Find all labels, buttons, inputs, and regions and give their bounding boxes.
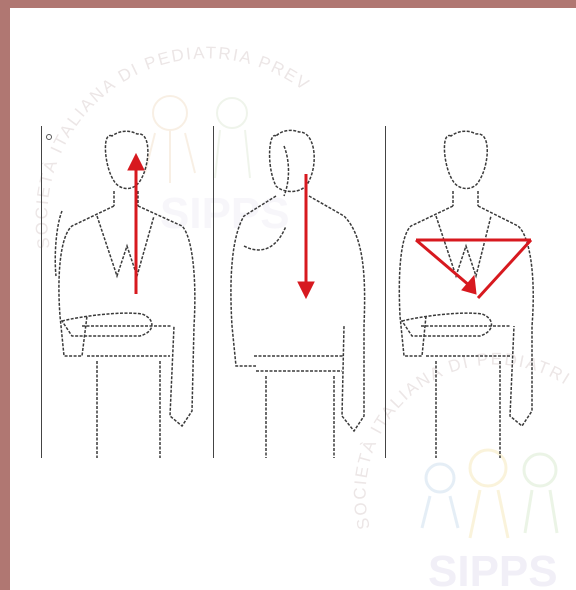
image-frame: SOCIETÀ ITALIANA DI PEDIATRIA PREVENTIVA…	[10, 8, 576, 590]
corner-dot	[46, 134, 52, 140]
figure-panel-front-triangle	[386, 126, 556, 458]
upward-arrow	[128, 154, 144, 294]
watermark-children-icon	[422, 450, 557, 538]
watermark-brand-lower: SIPPS	[428, 547, 558, 590]
figure-panel-profile-downward	[214, 126, 384, 458]
downward-arrow	[298, 174, 314, 298]
figure-panel-front-upward	[42, 126, 212, 458]
